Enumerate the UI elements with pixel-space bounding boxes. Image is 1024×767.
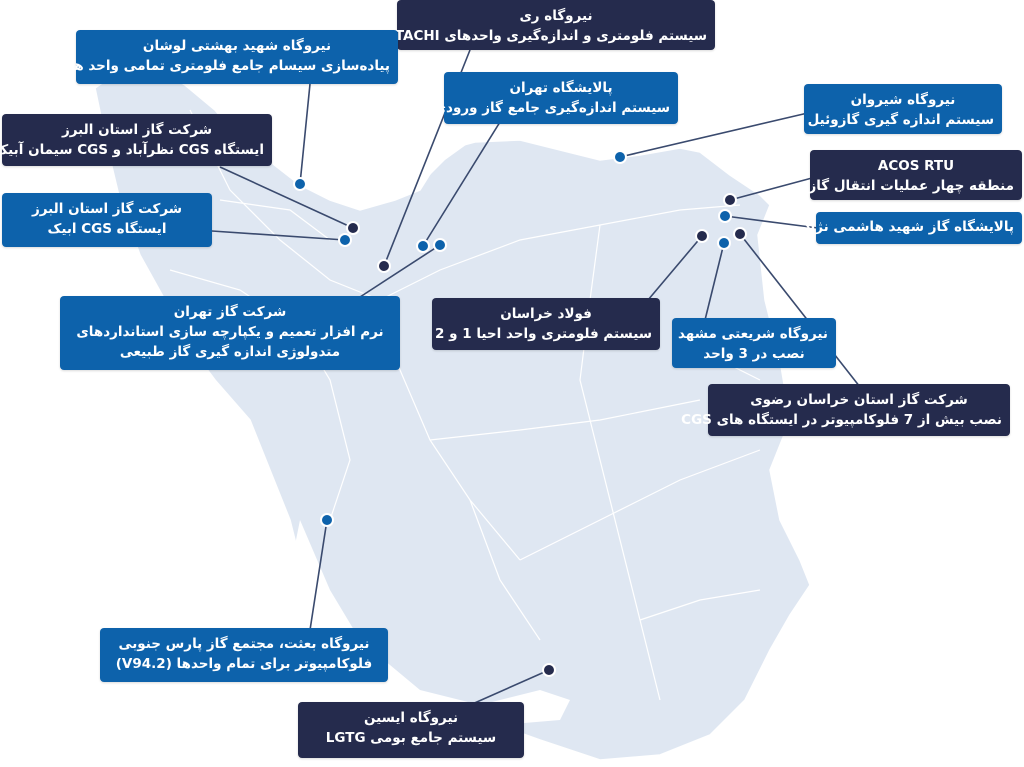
callout-lowshan-desc: پیاده‌سازی سیسام جامع فلومتری تمامی واحد…	[69, 58, 390, 74]
dot-besat	[320, 513, 334, 527]
dot-alborz-abyek	[338, 233, 352, 247]
callout-tehran-gas-desc1: نرم افزار تعمیم و یکپارچه سازی استاندارد…	[76, 324, 384, 340]
callout-isin: نیروگاه ایسین سیستم جامع بومی LGTG	[298, 702, 524, 758]
callout-khorasan-gas: شرکت گاز استان خراسان رضوی نصب بیش از 7 …	[681, 384, 1010, 436]
dot-ray	[377, 259, 391, 273]
callout-alborz-abyek: شرکت گاز استان البرز ایستگاه CGS ابیک	[2, 193, 212, 247]
dot-acos	[723, 193, 737, 207]
callout-tehran-gas: شرکت گاز تهران نرم افزار تعمیم و یکپارچه…	[60, 296, 400, 370]
callout-alborz-abyek-desc: ایستگاه CGS ابیک	[47, 221, 167, 237]
callout-besat-title: نیروگاه بعثت، مجتمع گاز پارس جنوبی	[118, 636, 370, 652]
callout-ray-title: نیروگاه ری	[519, 8, 593, 24]
dot-tehran-refinery	[416, 239, 430, 253]
dot-isin	[542, 663, 556, 677]
leader-besat	[309, 519, 328, 631]
leader-alborz-cgs	[219, 166, 354, 229]
leader-tehran-gas	[359, 244, 441, 298]
callout-khorasan-gas-title: شرکت گاز استان خراسان رضوی	[750, 392, 968, 408]
callout-tehran-gas-desc2: متدولوژی اندازه گیری گاز طبیعی	[119, 344, 341, 360]
dot-foolad	[695, 229, 709, 243]
leader-alborz-abyek	[211, 230, 346, 241]
callout-acos-title: ACOS RTU	[877, 158, 955, 174]
callout-foolad: فولاد خراسان سیستم فلومتری واحد احیا 1 و…	[432, 298, 660, 350]
callout-mashhad: نیروگاه شریعتی مشهد نصب در 3 واحد	[672, 318, 836, 368]
leader-hashemi	[724, 215, 819, 229]
callout-alborz-cgs-desc: ایستگاه CGS نظرآباد و CGS سیمان آبیک	[0, 142, 264, 158]
location-dots	[293, 150, 747, 677]
dot-mashhad	[717, 236, 731, 250]
callout-ray: نیروگاه ری سیستم فلومتری و اندازه‌گیری و…	[378, 0, 715, 50]
callout-tehran-refinery-desc: سیستم اندازه‌گیری جامع گاز ورودی	[433, 100, 670, 116]
dot-alborz-cgs	[346, 221, 360, 235]
callout-besat-desc: فلوکامپیوتر برای تمام واحدها (V94.2)	[115, 656, 373, 672]
callout-mashhad-desc: نصب در 3 واحد	[703, 346, 805, 362]
callout-alborz-cgs-title: شرکت گاز استان البرز	[62, 122, 212, 138]
callout-ray-desc: سیستم فلومتری و اندازه‌گیری واحدهای HITA…	[378, 28, 707, 44]
callout-alborz-abyek-title: شرکت گاز استان البرز	[32, 201, 182, 217]
leader-khorasan-gas	[739, 233, 861, 388]
callout-shirvan: نیروگاه شیروان سیستم اندازه گیری گازوئیل	[804, 84, 1002, 134]
dot-lowshan	[293, 177, 307, 191]
leader-foolad	[647, 235, 703, 301]
callout-lowshan-title: نیروگاه شهید بهشتی لوشان	[142, 38, 332, 54]
callout-tehran-refinery: پالایشگاه تهران سیستم اندازه‌گیری جامع گ…	[433, 72, 678, 124]
callout-tehran-refinery-title: پالایشگاه تهران	[509, 80, 613, 96]
caspian-sea	[270, 108, 470, 205]
leader-acos	[729, 177, 813, 201]
dot-tehran-gas	[433, 238, 447, 252]
callout-lowshan: نیروگاه شهید بهشتی لوشان پیاده‌سازی سیسا…	[69, 30, 398, 84]
leader-lowshan	[299, 83, 311, 185]
callout-shirvan-desc: سیستم اندازه گیری گازوئیل	[807, 112, 994, 128]
callout-hashemi-title: پالایشگاه گاز شهید هاشمی نژاد	[803, 219, 1014, 235]
callout-tehran-gas-title: شرکت گاز تهران	[173, 304, 287, 320]
callout-hashemi: پالایشگاه گاز شهید هاشمی نژاد	[803, 212, 1022, 244]
callout-isin-desc: سیستم جامع بومی LGTG	[325, 730, 497, 746]
callout-besat: نیروگاه بعثت، مجتمع گاز پارس جنوبی فلوکا…	[100, 628, 388, 682]
callout-acos: ACOS RTU منطقه چهار عملیات انتقال گاز	[808, 150, 1022, 200]
leader-shirvan	[619, 111, 813, 158]
callout-acos-desc: منطقه چهار عملیات انتقال گاز	[808, 178, 1014, 194]
leader-tehran-refinery	[422, 121, 501, 247]
callout-khorasan-gas-desc: نصب بیش از 7 فلوکامپیوتر در ایستگاه های …	[681, 412, 1002, 428]
callout-alborz-cgs: شرکت گاز استان البرز ایستگاه CGS نظرآباد…	[0, 114, 272, 166]
dot-hashemi	[718, 209, 732, 223]
callout-mashhad-title: نیروگاه شریعتی مشهد	[678, 326, 828, 342]
callout-foolad-desc: سیستم فلومتری واحد احیا 1 و 2	[435, 326, 652, 342]
leader-mashhad	[704, 242, 725, 321]
callout-foolad-title: فولاد خراسان	[500, 306, 592, 322]
leader-isin	[469, 669, 550, 706]
callout-isin-title: نیروگاه ایسین	[363, 710, 459, 726]
leader-lines	[211, 49, 861, 706]
callout-shirvan-title: نیروگاه شیروان	[850, 92, 956, 108]
dot-khorasan-gas	[733, 227, 747, 241]
dot-shirvan	[613, 150, 627, 164]
